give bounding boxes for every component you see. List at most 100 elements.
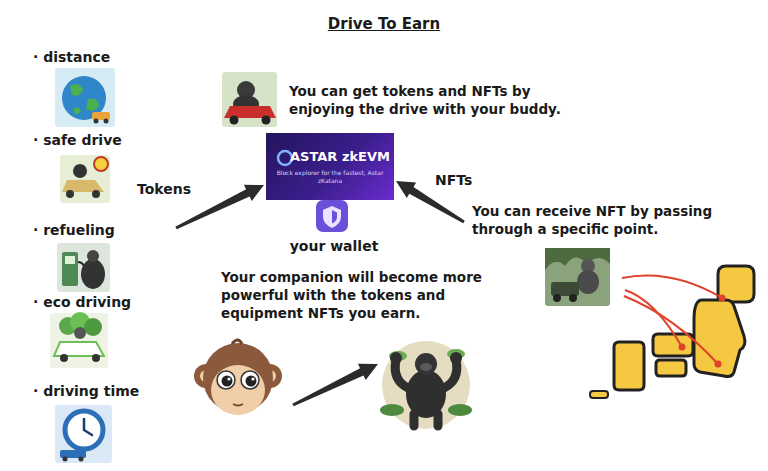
- distance-icon-part: [92, 112, 110, 120]
- buddy-car-image-part: [262, 116, 271, 125]
- monkey-image-part: [232, 340, 242, 344]
- strong-gorilla-image-part: [448, 404, 472, 416]
- eco-driving-icon-part: [84, 318, 102, 336]
- eco-driving-icon: [50, 312, 108, 368]
- monkey-image-part: [233, 404, 243, 406]
- safe-drive-icon-part: [66, 190, 74, 198]
- driving-time-icon-part: [79, 457, 84, 462]
- driving-time-icon-part: [84, 419, 92, 435]
- monkey-image-part: [241, 371, 259, 389]
- eco-driving-icon-part: [54, 342, 104, 356]
- route-lines-part: [715, 361, 722, 368]
- chain-name: ASTAR zkEVM: [270, 148, 390, 166]
- japan-map-part: [590, 391, 608, 398]
- japan-map-part: [656, 360, 686, 376]
- eco-driving-icon-part: [60, 354, 68, 362]
- wallet-node: your wallet: [272, 200, 396, 260]
- driving-time-icon: [55, 405, 112, 463]
- eco-driving-icon-part: [74, 327, 86, 339]
- monkey-image-part: [251, 377, 254, 380]
- wallet-icon-part: [316, 200, 348, 232]
- wallet-icon-part: [332, 210, 337, 224]
- edge-label: NFTs: [433, 171, 474, 190]
- buddy-car-image-part: [230, 116, 239, 125]
- distance-icon-part: [70, 84, 99, 114]
- nft-point-image-part: [545, 248, 610, 306]
- strong-gorilla-image-part: [382, 341, 470, 429]
- distance-icon: [55, 68, 115, 127]
- route-lines-part: [719, 295, 726, 302]
- monkey-image-part: [217, 371, 235, 389]
- companion-note: Your companion will become more powerful…: [221, 268, 499, 323]
- driving-time-icon-part: [63, 457, 68, 462]
- safe-drive-icon-part: [92, 190, 100, 198]
- nft-note: You can receive NFT by passing through a…: [470, 200, 744, 244]
- route-lines: [622, 276, 726, 368]
- growth-arrow: [292, 364, 378, 407]
- astar-logo-ring: [278, 151, 292, 165]
- list-item: · eco driving: [33, 293, 131, 312]
- refueling-icon-part: [87, 250, 99, 262]
- eco-driving-icon-part: [92, 354, 100, 362]
- wallet-label: your wallet: [272, 237, 396, 256]
- nft-point-image-part: [577, 270, 599, 294]
- strong-gorilla-image-part: [444, 360, 457, 388]
- monkey-image: [194, 340, 282, 415]
- japan-map-part: [614, 342, 644, 390]
- nft-point-image-part: [553, 294, 561, 302]
- refueling-icon: [57, 243, 110, 292]
- route-lines-part: [624, 296, 718, 364]
- safe-drive-icon-part: [60, 155, 110, 203]
- japan-map: [590, 266, 754, 398]
- wallet-icon-part: [323, 206, 341, 228]
- source-list: · distance · safe drive · refueling · eco d…: [30, 45, 170, 470]
- safe-drive-icon: [60, 155, 110, 203]
- diagram-title: Drive To Earn: [328, 15, 440, 33]
- refueling-icon-part: [62, 252, 78, 286]
- nft-point-image-part: [545, 248, 610, 270]
- strong-gorilla-image-part: [414, 414, 438, 426]
- monkey-image-part: [211, 365, 265, 415]
- japan-map-part: [653, 334, 693, 356]
- refueling-icon-part: [65, 256, 75, 264]
- route-lines-part: [625, 290, 682, 347]
- list-item: · refueling: [33, 221, 115, 240]
- strong-gorilla-image: [380, 341, 472, 429]
- chain-subtitle: Block explorer for the fastest, Astar zK…: [272, 169, 388, 185]
- eco-driving-icon-part: [50, 313, 108, 368]
- monkey-image-part: [246, 376, 257, 387]
- list-item: · safe drive: [33, 131, 122, 150]
- growth-arrow-part: [292, 364, 378, 407]
- japan-map-part: [718, 266, 754, 302]
- strong-gorilla-image-part: [415, 353, 437, 375]
- driving-time-icon-part: [55, 405, 112, 463]
- strong-gorilla-image-part: [390, 352, 402, 364]
- safe-drive-icon-part: [62, 180, 104, 192]
- refueling-icon-part: [81, 259, 105, 289]
- strong-gorilla-image-part: [420, 363, 432, 371]
- driving-time-icon-part: [65, 411, 103, 449]
- distance-icon-part: [55, 68, 115, 127]
- title-holder: Drive To Earn: [0, 14, 768, 34]
- chain-box: ASTAR zkEVM Block explorer for the fastes…: [266, 133, 394, 200]
- edge-label: Tokens: [135, 180, 193, 199]
- nft-point-image-part: [551, 282, 579, 296]
- list-item: · driving time: [33, 382, 139, 401]
- buddy-car-image-part: [222, 72, 277, 127]
- safe-drive-icon-part: [73, 164, 87, 178]
- monkey-image-part: [227, 377, 230, 380]
- buddy-note: You can get tokens and NFTs by enjoying …: [289, 82, 589, 118]
- japan-map-part: [694, 300, 745, 377]
- nft-point-image: [545, 248, 610, 306]
- monkey-image-part: [222, 376, 233, 387]
- strong-gorilla-image-part: [395, 360, 408, 388]
- safe-drive-icon-part: [94, 157, 108, 171]
- refueling-icon-part: [57, 243, 110, 292]
- distance-icon-part: [104, 119, 109, 124]
- list-item: · distance: [33, 48, 110, 67]
- distance-icon-part: [94, 119, 99, 124]
- strong-gorilla-image-part: [450, 352, 462, 364]
- nft-point-image-part: [569, 294, 577, 302]
- nft-text: You can receive NFT by passing through a…: [472, 202, 742, 238]
